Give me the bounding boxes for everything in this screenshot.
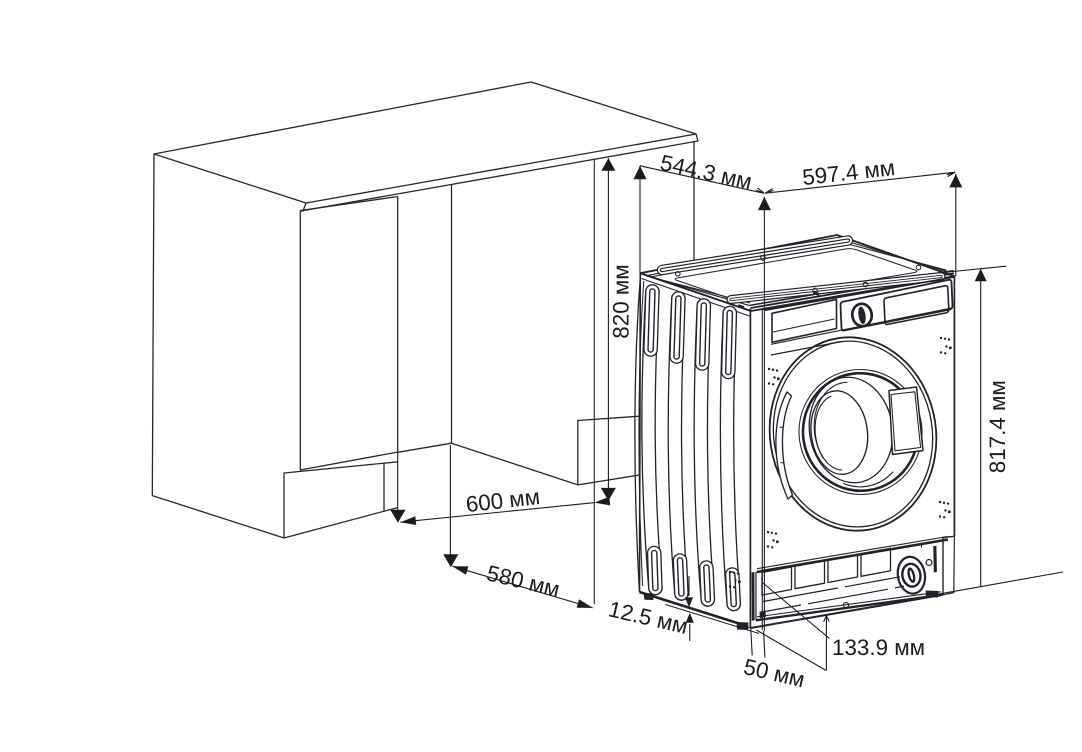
- svg-text:133.9 мм: 133.9 мм: [832, 635, 925, 660]
- svg-text:820 мм: 820 мм: [608, 264, 633, 338]
- svg-text:817.4 мм: 817.4 мм: [985, 380, 1010, 473]
